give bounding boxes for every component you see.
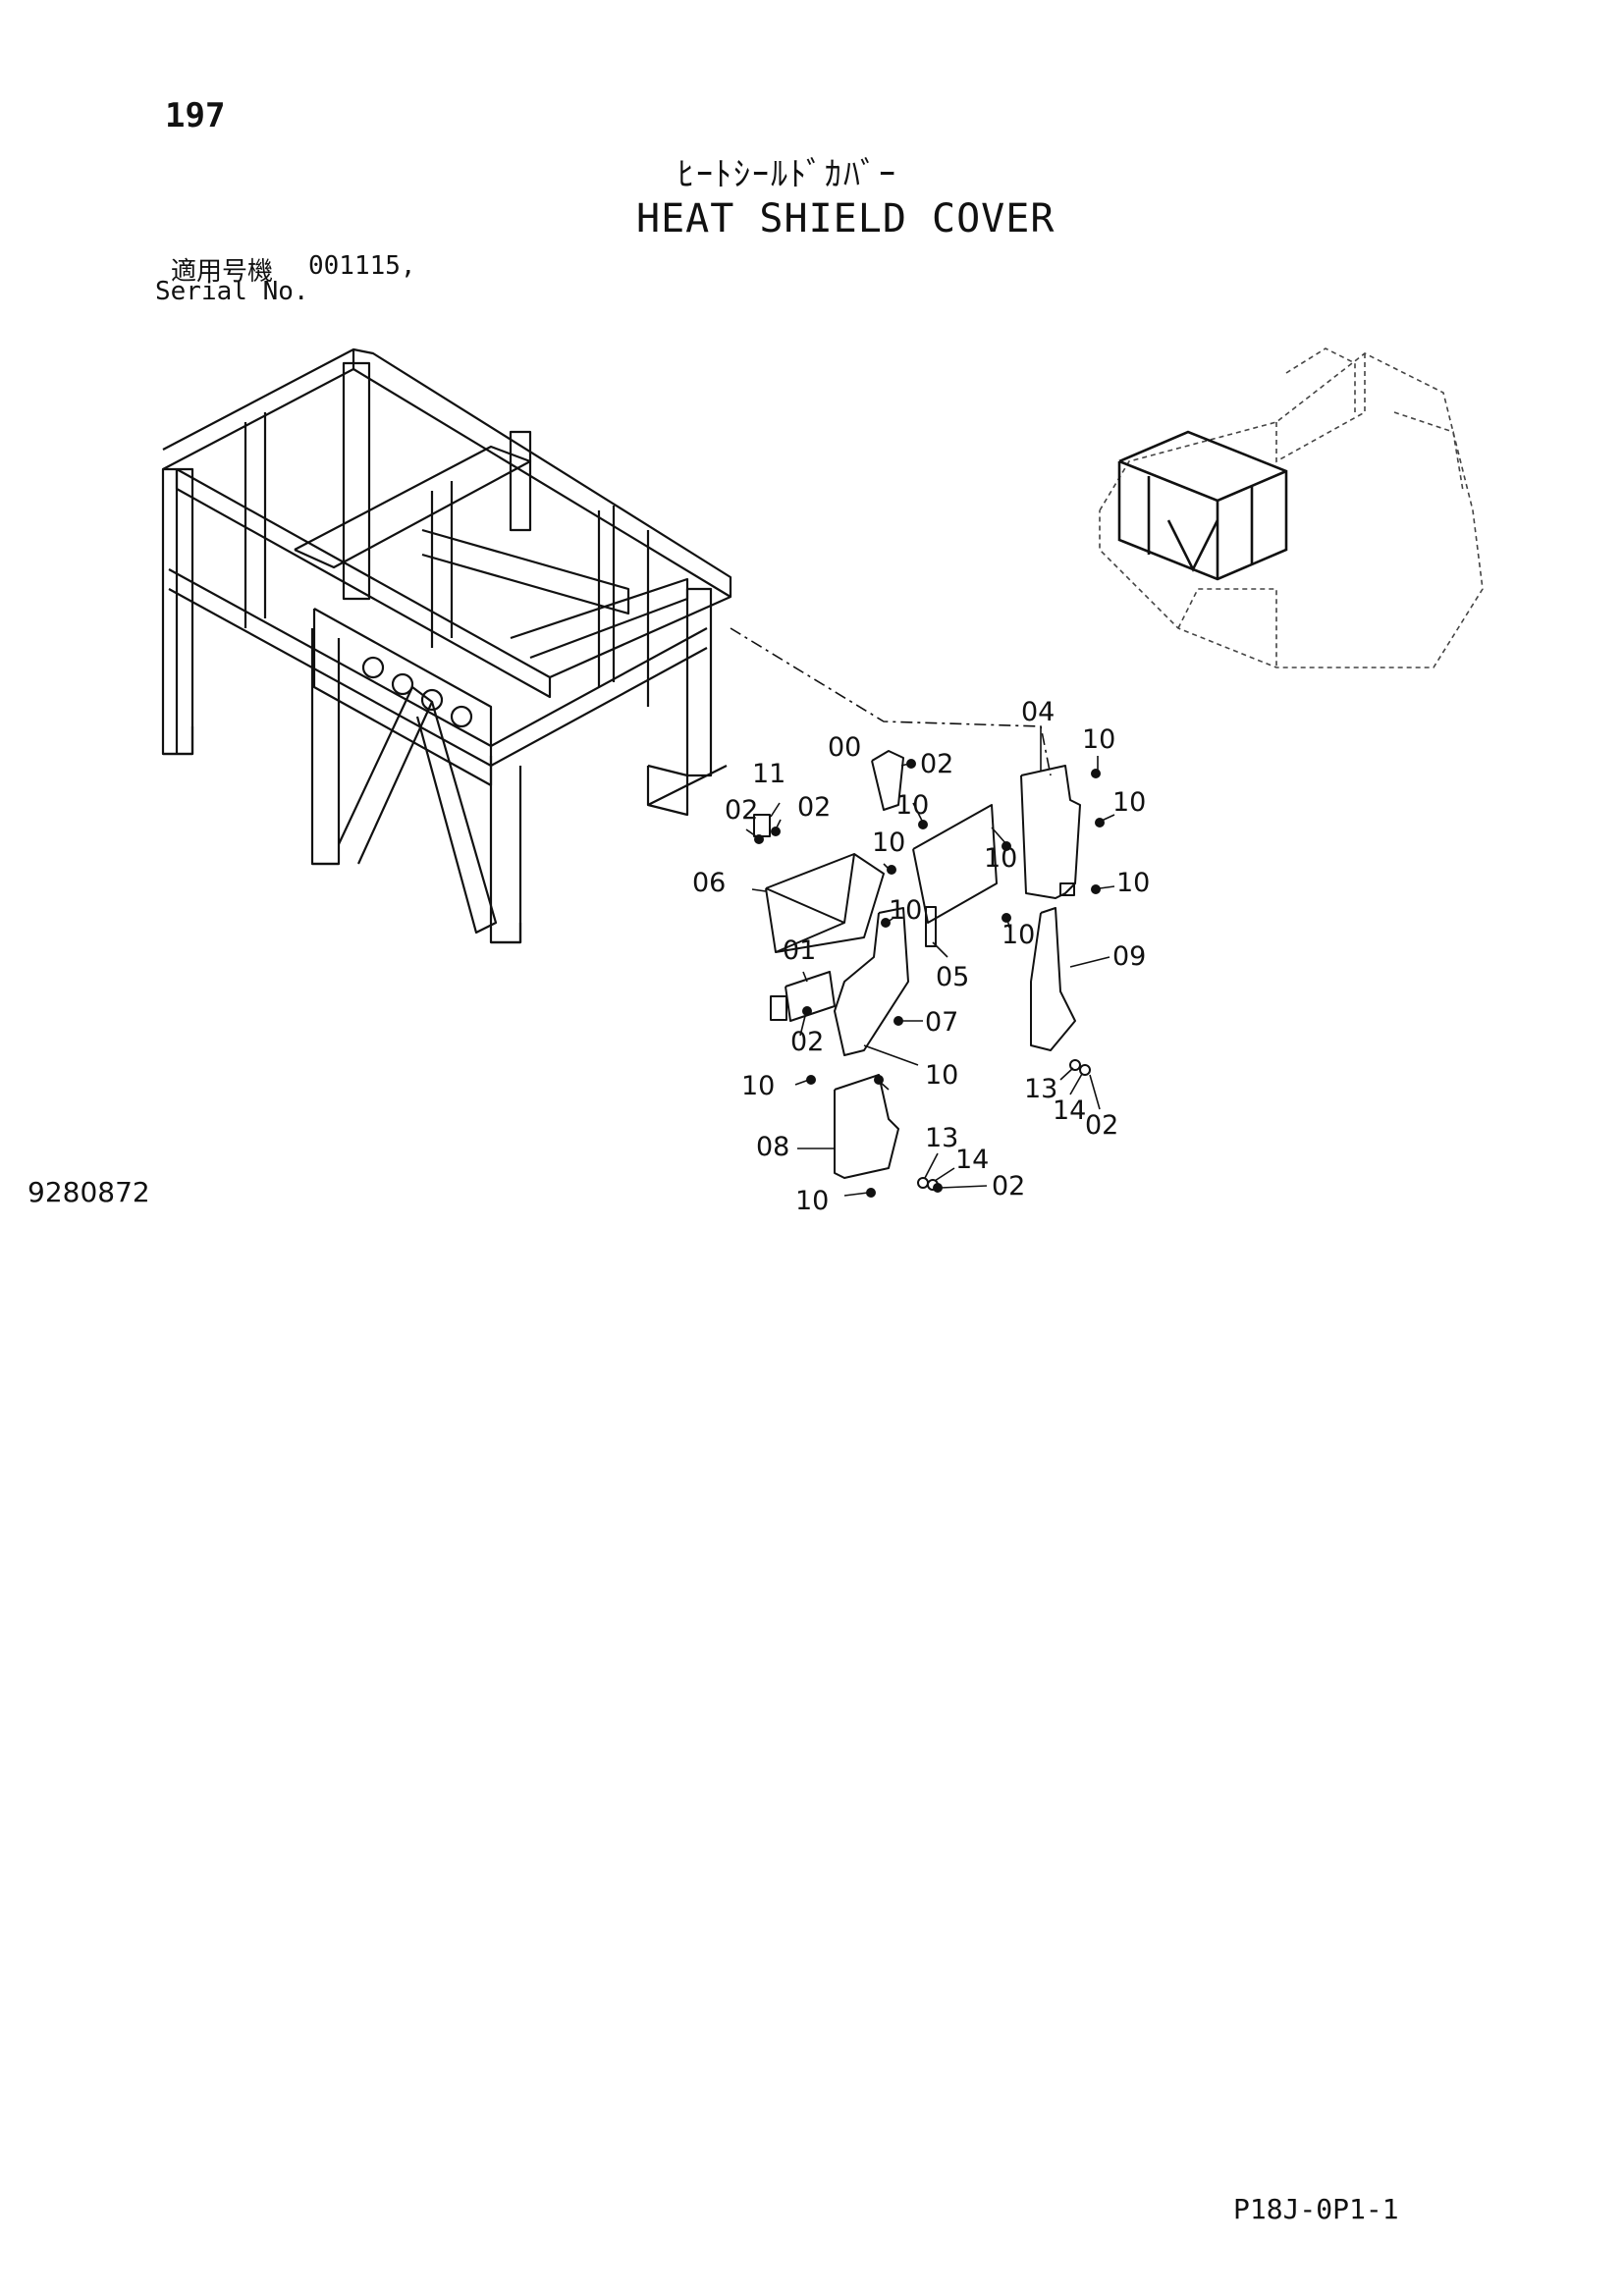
callout-label: 10 bbox=[741, 1071, 775, 1101]
assembly-leader bbox=[730, 627, 1052, 776]
serial-label-japanese: 適用号機 bbox=[171, 257, 274, 287]
serial-value: 001115, bbox=[308, 251, 416, 281]
callout-label: 13 bbox=[925, 1123, 958, 1153]
callout-label: 02 bbox=[790, 1027, 824, 1057]
page-number: 197 bbox=[165, 96, 226, 135]
callout-label: 10 bbox=[872, 828, 905, 858]
callout-label: 10 bbox=[1082, 724, 1115, 755]
callout-label: 02 bbox=[797, 792, 831, 823]
callout-label: 13 bbox=[1024, 1074, 1057, 1104]
callout-label: 08 bbox=[756, 1132, 789, 1162]
callout-label: 06 bbox=[692, 868, 726, 898]
callout-label: 02 bbox=[1085, 1110, 1118, 1141]
serial-label: Serial No. bbox=[155, 277, 309, 306]
callout-label: 11 bbox=[752, 759, 785, 789]
callout-label: 10 bbox=[925, 1060, 958, 1091]
callout-label: 05 bbox=[936, 962, 969, 992]
callout-label: 10 bbox=[895, 790, 929, 821]
page-title: HEAT SHIELD COVER bbox=[636, 196, 1056, 241]
callout-label: 07 bbox=[925, 1007, 958, 1038]
callout-label: 01 bbox=[783, 935, 816, 966]
callout-label: 02 bbox=[920, 749, 953, 779]
callout-label: 04 bbox=[1021, 697, 1055, 727]
inset-frame-highlight bbox=[1117, 430, 1288, 581]
callout-label: 10 bbox=[984, 843, 1017, 874]
callout-label: 10 bbox=[1116, 868, 1150, 898]
callout-label: 14 bbox=[955, 1145, 989, 1175]
callout-label: 10 bbox=[795, 1186, 829, 1216]
callout-label: 02 bbox=[992, 1171, 1025, 1201]
title-japanese: ﾋｰﾄｼｰﾙﾄﾞｶﾊﾞｰ bbox=[677, 155, 897, 194]
callout-label: 10 bbox=[1112, 787, 1146, 818]
callout-label: 10 bbox=[889, 895, 922, 926]
callout-leaders bbox=[745, 726, 1115, 1197]
inset-machine-view bbox=[1099, 347, 1484, 668]
callout-label: 09 bbox=[1112, 941, 1146, 972]
callout-label: 00 bbox=[828, 732, 861, 763]
heat-shield-parts bbox=[753, 750, 1105, 1198]
callout-label: 14 bbox=[1053, 1095, 1086, 1126]
drawing-number: 9280872 bbox=[27, 1176, 150, 1208]
page-code: P18J-0P1-1 bbox=[1233, 2193, 1399, 2225]
callout-label: 10 bbox=[1001, 920, 1035, 950]
callout-labels: 00 02 04 10 11 02 02 10 10 10 10 06 10 1… bbox=[692, 697, 1150, 1216]
cab-frame bbox=[161, 347, 732, 944]
callout-label: 02 bbox=[725, 795, 758, 826]
